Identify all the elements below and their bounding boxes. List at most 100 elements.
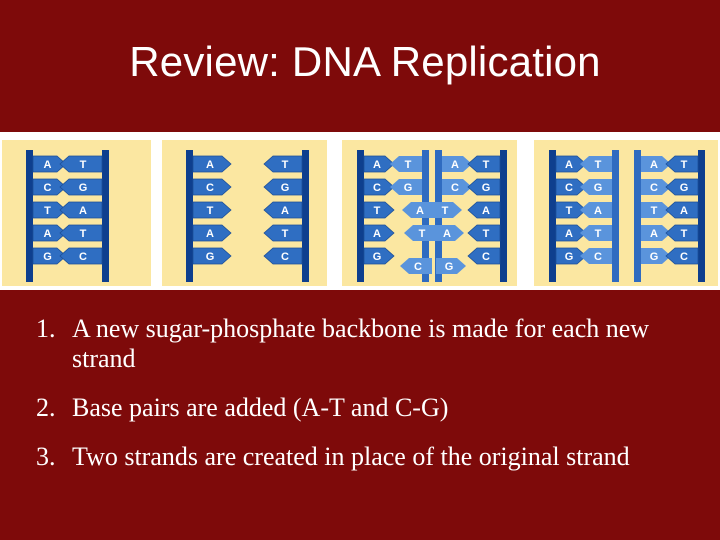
new-base-G	[580, 179, 612, 195]
base-G	[192, 247, 232, 265]
base-label: A	[565, 228, 573, 240]
list-number: 1.	[36, 314, 56, 343]
base-G	[467, 178, 501, 196]
base-label: C	[565, 182, 573, 194]
base-T	[363, 201, 395, 219]
base-label: G	[594, 182, 603, 194]
base-label: A	[79, 205, 87, 217]
base-label: A	[281, 205, 289, 217]
base-T	[555, 201, 587, 219]
sugar-phosphate-backbone	[186, 150, 193, 282]
base-A	[32, 224, 67, 242]
base-A	[263, 201, 303, 219]
base-label: T	[651, 205, 658, 217]
new-base-G	[436, 258, 466, 274]
base-label: C	[79, 251, 87, 263]
new-base-A	[580, 202, 612, 218]
new-base-A	[402, 202, 434, 218]
sugar-phosphate-backbone	[634, 150, 641, 282]
new-base-A	[442, 156, 472, 172]
base-A	[363, 224, 395, 242]
sugar-phosphate-backbone	[549, 150, 556, 282]
base-T	[467, 155, 501, 173]
base-G	[363, 247, 395, 265]
base-label: T	[282, 228, 289, 240]
base-label: C	[414, 261, 422, 273]
base-label: C	[451, 182, 459, 194]
list-text: Base pairs are added (A-T and C-G)	[72, 393, 449, 422]
sugar-phosphate-backbone	[698, 150, 705, 282]
list-number: 2.	[36, 393, 56, 422]
base-label: T	[595, 159, 602, 171]
base-T	[59, 155, 103, 173]
base-label: A	[416, 205, 424, 217]
base-label: T	[566, 205, 573, 217]
list-number: 3.	[36, 442, 56, 471]
base-label: C	[206, 182, 214, 194]
base-label: G	[79, 182, 88, 194]
sugar-phosphate-backbone	[302, 150, 309, 282]
new-base-T	[404, 225, 436, 241]
list-item-2: 2. Base pairs are added (A-T and C-G)	[36, 393, 696, 423]
base-label: C	[594, 251, 602, 263]
base-T	[665, 155, 699, 173]
base-label: T	[374, 205, 381, 217]
base-label: A	[443, 228, 451, 240]
base-T	[263, 224, 303, 242]
base-A	[467, 201, 501, 219]
base-label: G	[206, 251, 215, 263]
base-label: T	[207, 205, 214, 217]
base-C	[263, 247, 303, 265]
base-label: A	[44, 228, 52, 240]
list-item-1: 1. A new sugar-phosphate backbone is mad…	[36, 314, 696, 374]
new-base-C	[641, 179, 671, 195]
sugar-phosphate-backbone	[500, 150, 507, 282]
base-label: A	[650, 228, 658, 240]
base-label: G	[680, 182, 689, 194]
new-base-C	[400, 258, 432, 274]
base-A	[665, 201, 699, 219]
base-C	[192, 178, 232, 196]
base-label: A	[594, 205, 602, 217]
base-C	[59, 247, 103, 265]
base-label: A	[451, 159, 459, 171]
base-label: G	[404, 182, 413, 194]
base-label: A	[44, 159, 52, 171]
base-label: G	[482, 182, 491, 194]
base-A	[363, 155, 395, 173]
base-label: T	[483, 159, 490, 171]
list-text: Two strands are created in place of the …	[72, 442, 630, 471]
new-base-T	[580, 156, 612, 172]
base-label: G	[373, 251, 382, 263]
base-G	[263, 178, 303, 196]
base-C	[363, 178, 395, 196]
base-T	[263, 155, 303, 173]
base-label: T	[442, 205, 449, 217]
slide-title: Review: DNA Replication	[129, 38, 601, 85]
base-label: A	[373, 228, 381, 240]
base-label: T	[405, 159, 412, 171]
new-base-T	[641, 202, 671, 218]
base-A	[192, 224, 232, 242]
base-label: A	[373, 159, 381, 171]
base-label: T	[595, 228, 602, 240]
base-T	[32, 201, 67, 219]
base-label: C	[482, 251, 490, 263]
base-A	[555, 224, 587, 242]
new-base-C	[442, 179, 472, 195]
base-label: C	[650, 182, 658, 194]
base-label: G	[445, 261, 454, 273]
sugar-phosphate-backbone	[612, 150, 619, 282]
new-base-C	[580, 248, 612, 264]
new-base-A	[434, 225, 464, 241]
base-C	[467, 247, 501, 265]
base-label: G	[43, 251, 52, 263]
base-T	[665, 224, 699, 242]
base-A	[192, 155, 232, 173]
sugar-phosphate-backbone	[357, 150, 364, 282]
base-label: G	[650, 251, 659, 263]
base-label: T	[419, 228, 426, 240]
base-label: G	[281, 182, 290, 194]
new-base-T	[580, 225, 612, 241]
